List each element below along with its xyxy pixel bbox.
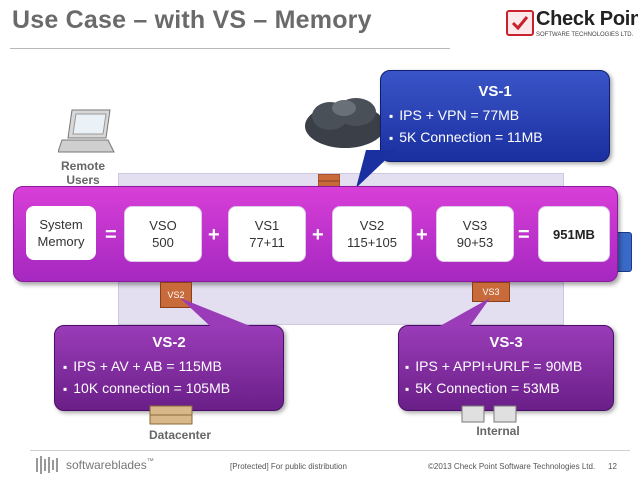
plus-operator: + <box>312 224 324 246</box>
classification-text: [Protected] For public distribution <box>230 462 347 471</box>
vs2-firewall-tag: VS2 <box>167 290 185 300</box>
logo-name: Check Point <box>536 8 638 30</box>
plus-operator: + <box>208 224 220 246</box>
laptop-icon <box>57 108 118 161</box>
vs3-label: VS3 <box>462 218 488 233</box>
copyright-text: ©2013 Check Point Software Technologies … <box>428 462 596 471</box>
vs3-callout: VS-3 IPS + APPI+URLF = 90MB 5K Connectio… <box>398 325 614 411</box>
system-memory-text: System Memory <box>26 206 96 260</box>
vs2-item: IPS + AV + AB = 115MB <box>63 358 222 374</box>
system-memory-text-line1: System <box>39 217 83 232</box>
vs1-label: VS1 <box>254 218 280 233</box>
system-memory-box <box>26 206 96 260</box>
check-point-logo: Check Point SOFTWARE TECHNOLOGIES LTD. <box>506 8 638 46</box>
title-divider <box>10 48 450 49</box>
vso-label: VSO <box>149 218 177 233</box>
check-point-logo-icon <box>506 10 534 36</box>
vs2-item: 10K connection = 105MB <box>63 380 230 396</box>
vs3-callout-pointer <box>420 298 490 333</box>
footer-divider <box>30 450 630 451</box>
vs1-memory-box: VS1 77+11 <box>228 206 306 262</box>
softwareblades-logo-icon <box>36 456 62 479</box>
system-memory-text-line2: Memory <box>37 234 85 249</box>
vs1-item: 5K Connection = 11MB <box>389 129 542 145</box>
total-memory-value: 951MB <box>553 226 595 242</box>
vs1-item: IPS + VPN = 77MB <box>389 107 519 123</box>
vs3-item: 5K Connection = 53MB <box>405 380 559 396</box>
datacenter-label: Datacenter <box>148 428 212 442</box>
computer-icon <box>460 404 520 431</box>
page-number: 12 <box>608 462 617 471</box>
total-memory-box: 951MB <box>538 206 610 262</box>
vs3-firewall-icon: VS3 <box>472 282 510 302</box>
server-icon <box>148 404 194 431</box>
vs2-callout-pointer <box>180 298 250 333</box>
softwareblades-brand-name: softwareblades <box>66 458 147 472</box>
cloud-icon <box>300 94 390 159</box>
vs2-label: VS2 <box>359 218 385 233</box>
vs1-callout-pointer <box>356 150 406 195</box>
vs2-callout-title: VS-2 <box>152 334 186 351</box>
vs2-callout: VS-2 IPS + AV + AB = 115MB 10K connectio… <box>54 325 284 411</box>
softwareblades-brand: softwareblades™ <box>66 458 154 472</box>
vs3-item: IPS + APPI+URLF = 90MB <box>405 358 582 374</box>
remote-users-label: Remote Users <box>60 159 105 187</box>
vs1-callout: VS-1 IPS + VPN = 77MB 5K Connection = 11… <box>380 70 610 162</box>
vs1-callout-title: VS-1 <box>478 83 512 100</box>
vs2-memory-box: VS2 115+105 <box>332 206 412 262</box>
vso-value: 500 <box>152 235 174 250</box>
vs2-value: 115+105 <box>346 235 397 250</box>
vs3-value: 90+53 <box>456 235 494 250</box>
logo-subtitle: SOFTWARE TECHNOLOGIES LTD. <box>536 32 634 38</box>
memory-formula-band <box>13 186 618 282</box>
slide-title: Use Case – with VS – Memory <box>12 6 372 34</box>
vs1-value: 77+11 <box>249 235 285 250</box>
vso-memory-box: VSO 500 <box>124 206 202 262</box>
vs3-memory-box: VS3 90+53 <box>436 206 514 262</box>
internal-label: Internal <box>476 424 520 438</box>
vs3-firewall-tag: VS3 <box>482 287 500 297</box>
equals-operator: = <box>518 224 530 246</box>
plus-operator: + <box>416 224 428 246</box>
vs3-callout-title: VS-3 <box>489 334 523 351</box>
equals-operator: = <box>105 224 117 246</box>
softwareblades-brand-tm: ™ <box>146 458 154 465</box>
